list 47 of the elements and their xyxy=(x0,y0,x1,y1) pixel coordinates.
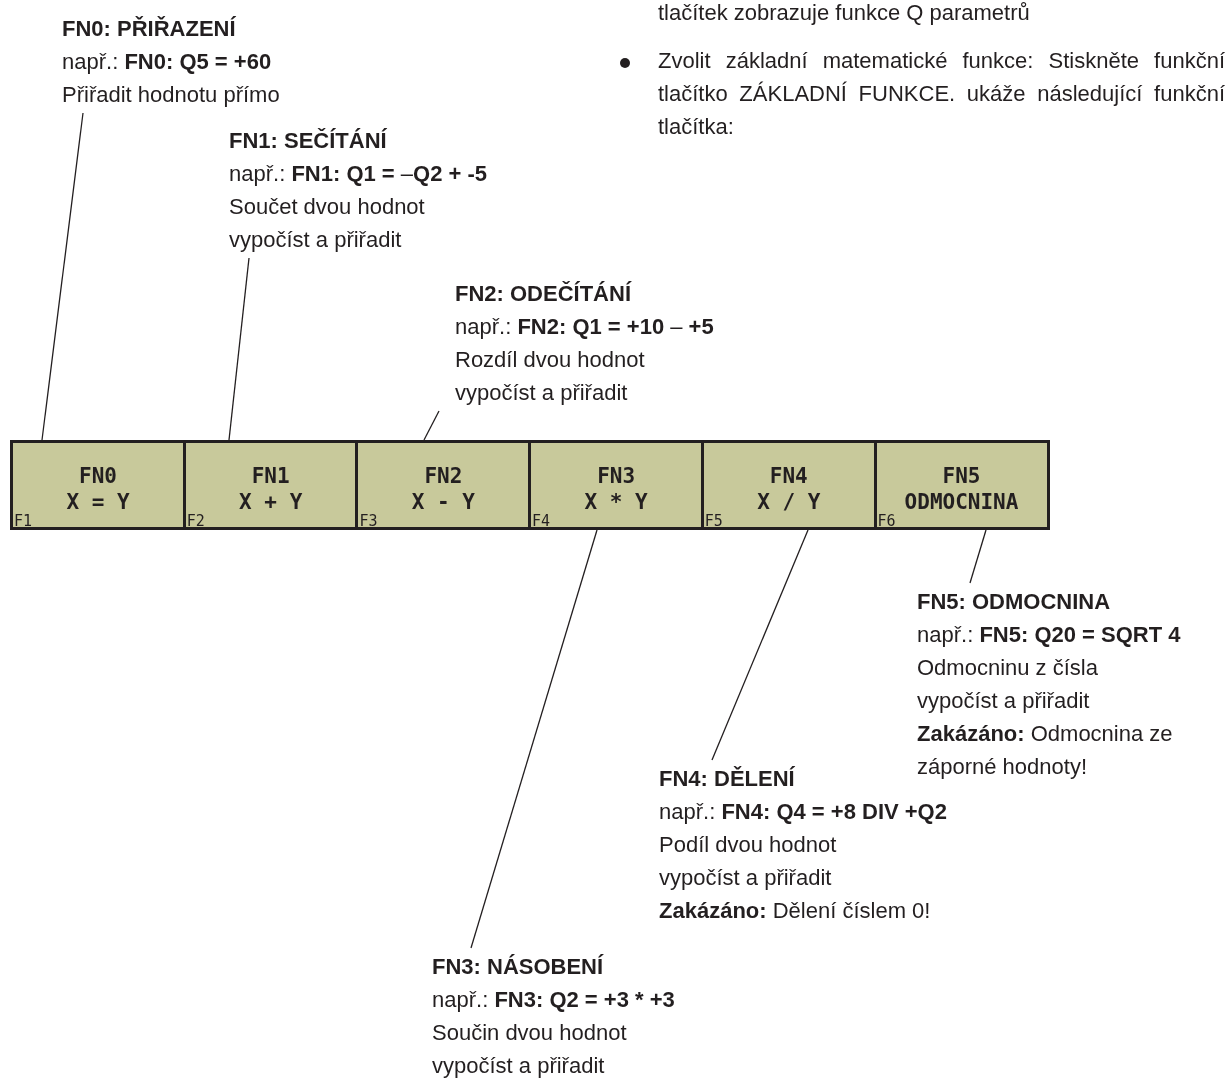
callout-heading: FN1: SEČÍTÁNÍ xyxy=(229,127,387,155)
key-function: X + Y xyxy=(238,489,304,515)
leader-line xyxy=(423,410,440,441)
leader-line xyxy=(470,529,598,949)
key-number: F4 xyxy=(532,513,551,530)
intro-text: tlačítek zobrazuje funkce Q parametrů xyxy=(658,0,1031,27)
bullet-text: Zvolit základní matematické funkce: Stiskněte funkční tlačítko ZÁKLADNÍ FUNKCE. ukáže následující funkční tlačítka: xyxy=(658,47,1225,141)
callout-heading: FN4: DĚLENÍ xyxy=(659,765,795,793)
key-number: F3 xyxy=(359,513,378,530)
example-text: např.: FN0: Q5 = +60 xyxy=(62,48,272,76)
key-function: X = Y xyxy=(65,489,131,515)
description-text: Součet dvou hodnot vypočíst a přiřadit xyxy=(229,193,426,254)
example-text: např.: FN3: Q2 = +3 * +3 xyxy=(432,986,675,1014)
callout-heading: FN2: ODEČÍTÁNÍ xyxy=(455,280,631,308)
key-function: ODMOCNINA xyxy=(903,489,1020,515)
key-label: FN1 xyxy=(250,463,291,489)
leader-line xyxy=(41,112,84,441)
key-label: FN4 xyxy=(768,463,809,489)
description-text: Podíl dvou hodnot vypočíst a přiřadit xyxy=(659,831,838,892)
description-text: Rozdíl dvou hodnot vypočíst a přiřadit xyxy=(455,346,646,407)
leader-line xyxy=(228,257,250,441)
key-function: X / Y xyxy=(756,489,822,515)
key-number: F6 xyxy=(877,513,896,530)
leader-line xyxy=(969,529,987,584)
key-number: F1 xyxy=(14,513,33,530)
key-number: F2 xyxy=(186,513,205,530)
example-text: např.: FN1: Q1 = –Q2 + -5 xyxy=(229,160,488,188)
key-label: FN3 xyxy=(596,463,637,489)
key-label: FN5 xyxy=(941,463,982,489)
description-text: Odmocninu z čísla vypočíst a přiřadit xyxy=(917,654,1099,715)
warning-text: Zakázáno: Odmocnina ze záporné hodnoty! xyxy=(917,720,1174,781)
leader-line xyxy=(711,529,809,761)
description-text: Přiřadit hodnotu přímo xyxy=(62,81,280,109)
example-text: např.: FN4: Q4 = +8 DIV +Q2 xyxy=(659,798,947,826)
callout-heading: FN5: ODMOCNINA xyxy=(917,588,1111,616)
key-function: X * Y xyxy=(583,489,649,515)
example-text: např.: FN5: Q20 = SQRT 4 xyxy=(917,621,1181,649)
softkey xyxy=(10,440,186,530)
description-text: Součin dvou hodnot vypočíst a přiřadit xyxy=(432,1019,628,1079)
callout-heading: FN3: NÁSOBENÍ xyxy=(432,953,604,981)
example-text: např.: FN2: Q1 = +10 – +5 xyxy=(455,313,714,341)
callout-heading: FN0: PŘIŘAZENÍ xyxy=(62,15,236,43)
warning-text: Zakázáno: Dělení číslem 0! xyxy=(659,897,931,925)
key-number: F5 xyxy=(704,513,723,530)
key-label: FN0 xyxy=(78,463,118,489)
key-function: X - Y xyxy=(410,489,476,515)
key-label: FN2 xyxy=(423,463,464,489)
